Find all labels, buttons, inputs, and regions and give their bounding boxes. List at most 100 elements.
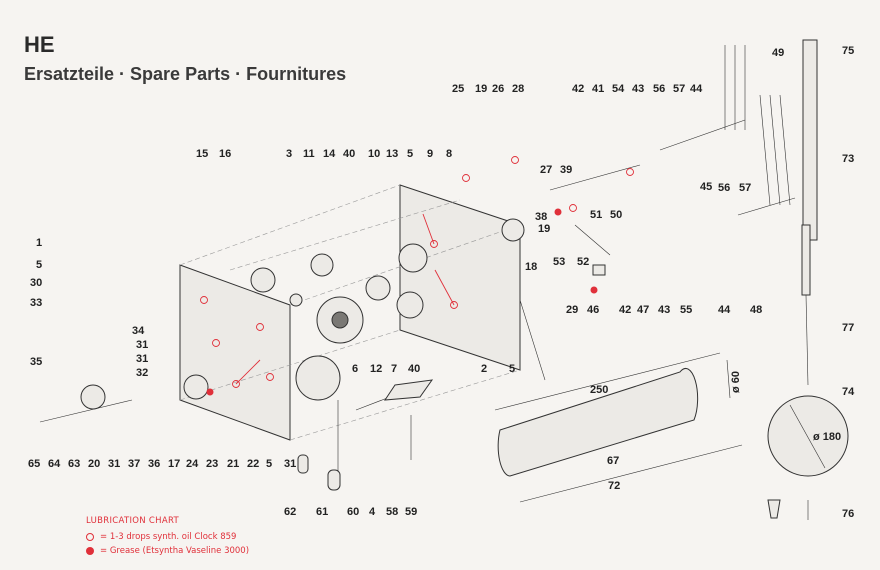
- part-label: 23: [206, 458, 218, 470]
- part-label: 62: [284, 506, 296, 518]
- pendulum-nut-76: [767, 499, 781, 519]
- crutch-29: [519, 299, 546, 381]
- part-label: 38: [535, 211, 547, 223]
- part-label: 44: [718, 304, 731, 316]
- part-label: 36: [148, 458, 160, 470]
- part-label: 42: [619, 304, 631, 316]
- wheel-23: [183, 374, 209, 400]
- part-label: 37: [128, 458, 140, 470]
- part-label: 45: [700, 181, 712, 193]
- oil-marker: [511, 156, 519, 164]
- part-label: 29: [566, 304, 578, 316]
- part-label: 5: [266, 458, 272, 470]
- part-label: 42: [572, 83, 584, 95]
- oil-marker: [256, 323, 264, 331]
- part-label: 48: [750, 304, 762, 316]
- part-label: 5: [407, 148, 413, 160]
- part-label: 1: [36, 237, 42, 249]
- legend-grease-text: = Grease (Etsyntha Vaseline 3000): [100, 546, 250, 556]
- plate-58: [384, 379, 434, 401]
- part-label: 35: [30, 356, 42, 368]
- part-label: 74: [842, 386, 855, 398]
- part-label: 57: [739, 182, 751, 194]
- part-label: 24: [186, 458, 199, 470]
- oil-marker: [462, 174, 470, 182]
- part-label: 43: [658, 304, 670, 316]
- wheel-9: [398, 243, 428, 273]
- suspension-and-pendulum: [659, 39, 849, 520]
- part-label: 27: [540, 164, 552, 176]
- wheel-15: [250, 267, 276, 293]
- part-label: 11: [303, 148, 315, 160]
- dim-diameter-label: ø 60: [730, 371, 742, 393]
- part-labels: 49 75 73 77 74 76 25 19 26 28 27 42 41 5…: [28, 45, 855, 520]
- part-label: 28: [512, 83, 524, 95]
- grease-marker: [206, 388, 214, 396]
- part-label: 73: [842, 153, 854, 165]
- weight-chain: [297, 379, 434, 491]
- pendulum-rod-75: [802, 39, 818, 241]
- part-label: 49: [772, 47, 784, 59]
- oil-marker: [266, 373, 274, 381]
- part-label: 41: [592, 83, 604, 95]
- page-subtitle: Ersatzteile · Spare Parts · Fournitures: [24, 64, 347, 84]
- part-label: 43: [632, 83, 644, 95]
- open-circle-icon: [86, 533, 94, 541]
- dim-pendulum-label: ø 180: [813, 431, 841, 443]
- part-label: 17: [168, 458, 180, 470]
- part-label: 22: [247, 458, 259, 470]
- part-label: 3: [286, 148, 292, 160]
- part-label: 4: [369, 506, 376, 518]
- part-label: 20: [88, 458, 100, 470]
- part-label: 9: [427, 148, 433, 160]
- part-label: 47: [637, 304, 649, 316]
- part-label: 5: [36, 259, 42, 271]
- front-plate: [179, 264, 291, 441]
- part-label: 2: [481, 363, 487, 375]
- part-label: 31: [284, 458, 296, 470]
- part-label: 34: [132, 325, 145, 337]
- oil-marker: [569, 204, 577, 212]
- part-label: 54: [612, 83, 625, 95]
- part-label: 58: [386, 506, 398, 518]
- part-label: 50: [610, 209, 622, 221]
- part-label: 13: [386, 148, 398, 160]
- weight-shell: [494, 352, 781, 519]
- assembly-lines: [179, 184, 521, 441]
- part-label: 14: [323, 148, 336, 160]
- part-label: 52: [577, 256, 589, 268]
- wheel-14: [310, 253, 334, 277]
- legend-grease-row: = Grease (Etsyntha Vaseline 3000): [86, 546, 249, 556]
- part-label: 40: [408, 363, 420, 375]
- oil-marker: [626, 168, 634, 176]
- part-label: 61: [316, 506, 328, 518]
- part-label: 55: [680, 304, 692, 316]
- part-label: 12: [370, 363, 382, 375]
- wheel-train: [39, 243, 428, 423]
- part-label: 25: [452, 83, 464, 95]
- part-label: 44: [690, 83, 703, 95]
- part-label: 19: [538, 223, 550, 235]
- dim-length-label: 250: [590, 384, 608, 396]
- part-label: 26: [492, 83, 504, 95]
- legend-oil-row: = 1-3 drops synth. oil Clock 859: [86, 532, 249, 542]
- wheel-7: [396, 291, 424, 319]
- part-label: 67: [607, 455, 619, 467]
- grease-marker: [590, 286, 598, 294]
- oil-marker: [200, 296, 208, 304]
- part-label: 30: [30, 277, 42, 289]
- part-label: 5: [509, 363, 515, 375]
- filled-circle-icon: [86, 547, 94, 555]
- escapement: [501, 164, 641, 381]
- oil-marker: [450, 301, 458, 309]
- pallet-46: [592, 264, 606, 276]
- part-label: 31: [136, 353, 148, 365]
- part-label: 72: [608, 480, 620, 492]
- part-label: 64: [48, 458, 61, 470]
- part-label: 56: [653, 83, 665, 95]
- pendulum-bob-74: [767, 395, 849, 477]
- escape-wheel-38: [501, 218, 525, 242]
- part-label: 39: [560, 164, 572, 176]
- part-label: 7: [391, 363, 397, 375]
